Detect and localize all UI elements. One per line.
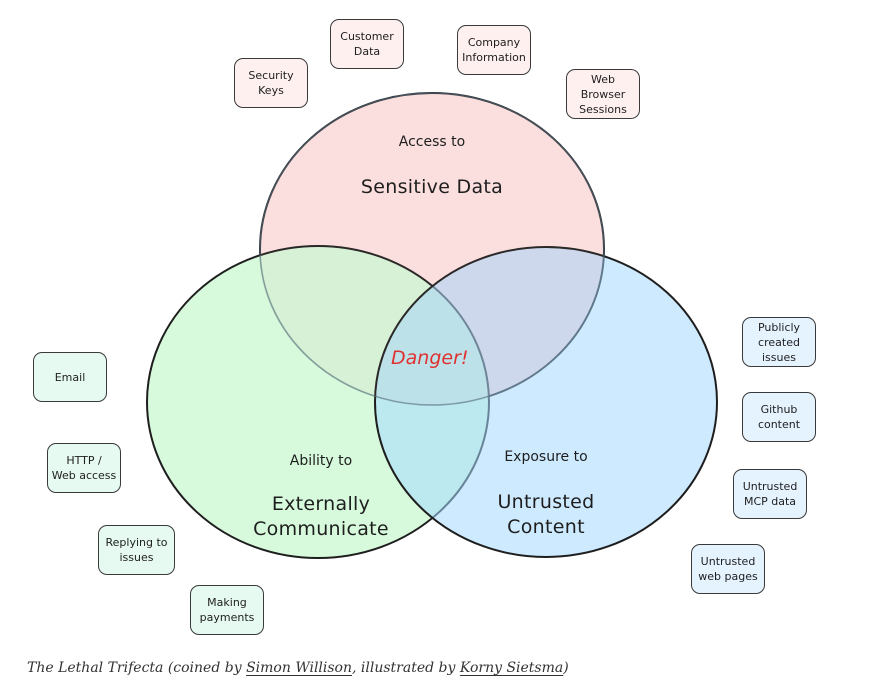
circle-untrusted-content xyxy=(374,246,718,558)
example-making-payments: Making payments xyxy=(190,585,264,635)
example-email: Email xyxy=(33,352,107,402)
circle-sensitive-overlay xyxy=(259,92,605,406)
simon-willison-link[interactable]: Simon Willison xyxy=(246,660,353,676)
figure-caption: The Lethal Trifecta (coined by Simon Wil… xyxy=(27,660,569,676)
example-http-web-access: HTTP / Web access xyxy=(47,443,121,493)
example-company-information: Company Information xyxy=(457,25,531,75)
korny-sietsma-link[interactable]: Korny Sietsma xyxy=(459,660,564,676)
example-github-content: Github content xyxy=(742,392,816,442)
caption-prefix: The Lethal Trifecta (coined by xyxy=(27,660,247,676)
external-communicate-subtitle: Ability to xyxy=(289,453,353,469)
untrusted-content-title: Untrusted Content xyxy=(497,491,595,538)
example-untrusted-mcp-data: Untrusted MCP data xyxy=(733,469,807,519)
example-web-browser-sessions: Web Browser Sessions xyxy=(566,69,640,119)
example-untrusted-web-pages: Untrusted web pages xyxy=(691,544,765,594)
sensitive-data-title: Sensitive Data xyxy=(360,176,504,198)
danger-label: Danger! xyxy=(391,347,469,369)
untrusted-content-subtitle: Exposure to xyxy=(504,449,588,465)
untrusted-content-label: Exposure to Untrusted Content xyxy=(470,430,622,559)
example-publicly-created-issues: Publicly created issues xyxy=(742,317,816,367)
external-communicate-title: Externally Communicate xyxy=(253,493,389,540)
example-customer-data: Customer Data xyxy=(330,19,404,69)
example-replying-to-issues: Replying to issues xyxy=(98,525,175,575)
external-communicate-label: Ability to Externally Communicate xyxy=(238,434,404,561)
example-security-keys: Security Keys xyxy=(234,58,308,108)
caption-middle: , illustrated by xyxy=(352,660,460,676)
caption-suffix: ) xyxy=(563,660,569,676)
sensitive-data-label: Access to Sensitive Data xyxy=(352,115,512,219)
sensitive-data-subtitle: Access to xyxy=(398,134,466,150)
